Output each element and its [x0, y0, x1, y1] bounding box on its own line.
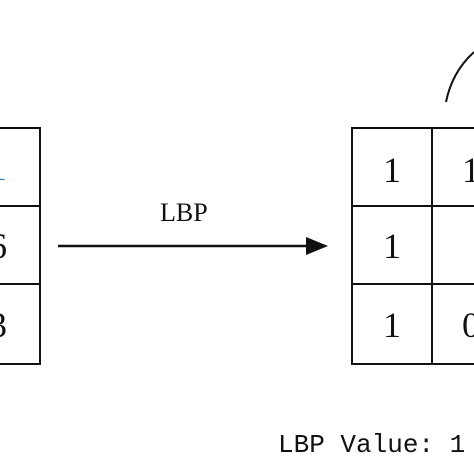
input-grid-cell-middle [0, 205, 41, 285]
lbp-arrow: LBP [58, 198, 328, 255]
binary-grid: 1 1 1 1 0 [351, 127, 474, 365]
binary-grid-value-2-1: 0 [462, 305, 474, 345]
input-grid-value-middle: 6 [0, 226, 7, 266]
input-grid-cell-bottom [0, 283, 41, 365]
input-grid: 1 6 3 [0, 127, 41, 365]
binary-grid-cell-1-1 [431, 205, 474, 285]
input-grid-cell-top [0, 127, 41, 207]
lbp-arrow-label: LBP [160, 198, 208, 227]
binary-grid-value-1-0: 1 [383, 226, 401, 266]
binary-grid-cell-2-1 [431, 283, 474, 365]
reading-direction-arc [445, 51, 474, 103]
binary-grid-value-0-1: 1 [462, 150, 474, 190]
input-grid-value-bottom: 3 [0, 305, 7, 345]
input-grid-value-top: 1 [0, 148, 7, 188]
arrow-head [306, 237, 328, 255]
binary-grid-value-2-0: 1 [383, 305, 401, 345]
binary-grid-value-0-0: 1 [383, 150, 401, 190]
lbp-value-label: LBP Value: 1 [278, 430, 465, 460]
